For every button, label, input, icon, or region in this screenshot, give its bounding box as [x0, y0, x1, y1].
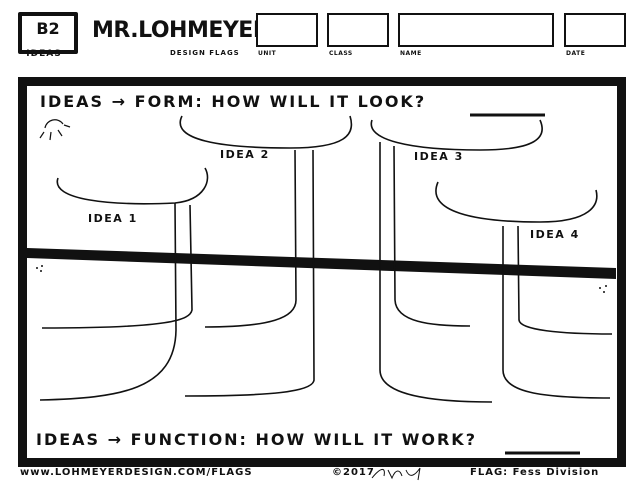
arrow-icon: → [107, 430, 124, 449]
function-heading-prefix: IDEAS [36, 430, 101, 449]
function-heading-text: FUNCTION: HOW WILL IT [130, 430, 402, 449]
form-heading-emphasis: LOOK [357, 92, 415, 111]
footer-flag-name: FLAG: Fess Division [470, 467, 600, 478]
idea-3-label: IDEA 3 [414, 150, 464, 163]
form-heading-text: FORM: HOW WILL IT [134, 92, 358, 111]
idea-4-label: IDEA 4 [530, 228, 580, 241]
name-field[interactable] [398, 13, 554, 47]
flag-code-label: IDEAS [26, 49, 62, 59]
date-field[interactable] [564, 13, 626, 47]
footer-copyright: ©2017 [332, 467, 375, 478]
form-heading-suffix: ? [414, 92, 427, 111]
idea-2-label: IDEA 2 [220, 148, 270, 161]
function-heading-suffix: ? [465, 430, 477, 449]
flag-code-badge: B2 [18, 12, 78, 54]
idea-2-tree [179, 115, 353, 397]
arrow-icon: → [111, 92, 128, 111]
form-heading: IDEAS → FORM: HOW WILL IT LOOK? [40, 92, 426, 111]
unit-field[interactable] [256, 13, 318, 47]
date-field-label: DATE [566, 50, 586, 57]
sun-icon [39, 119, 71, 141]
unit-field-label: UNIT [258, 50, 277, 57]
fess-band [27, 248, 616, 279]
idea-3-tree [370, 119, 543, 403]
footer-website: www.LOHMEYERDESIGN.COM/FLAGS [20, 467, 253, 478]
class-field[interactable] [327, 13, 389, 47]
name-field-label: NAME [400, 50, 422, 57]
idea-1-tree [39, 167, 209, 401]
idea-1-label: IDEA 1 [88, 212, 138, 225]
class-field-label: CLASS [329, 50, 353, 57]
worksheet-frame [18, 77, 626, 467]
function-heading: IDEAS → FUNCTION: HOW WILL IT WORK? [36, 430, 477, 449]
idea-4-tree [435, 181, 613, 399]
form-heading-prefix: IDEAS [40, 92, 105, 111]
logo-subtitle: DESIGN FLAGS [170, 49, 240, 57]
function-heading-emphasis: WORK [401, 430, 466, 449]
